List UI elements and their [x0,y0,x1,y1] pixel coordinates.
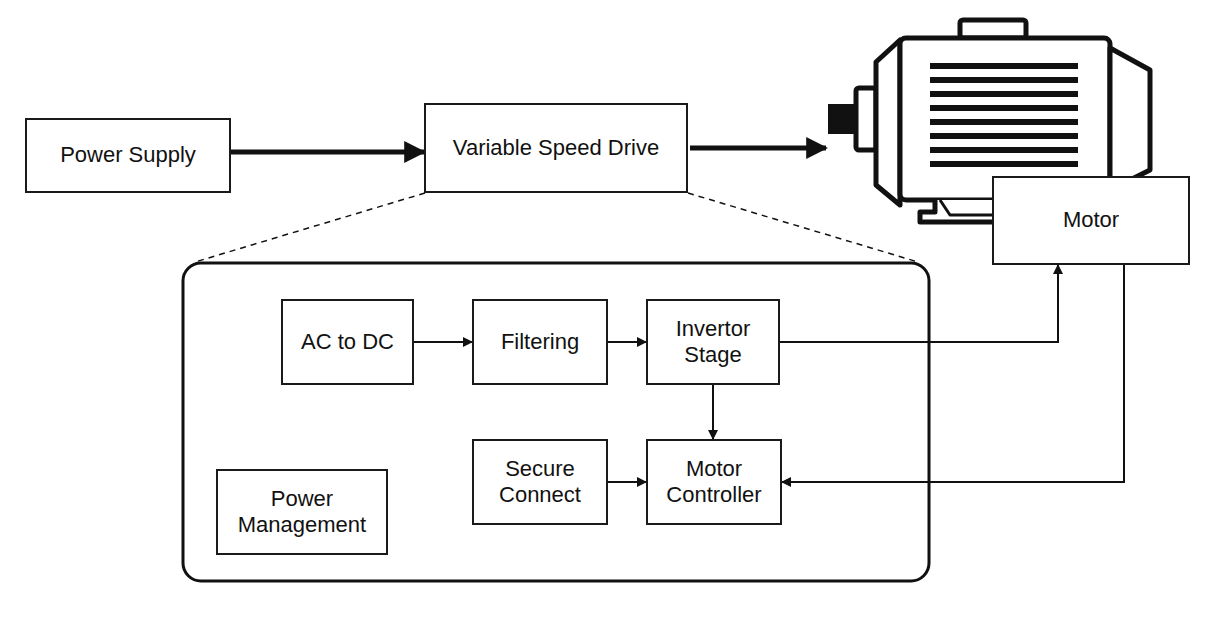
process-box: Power Management [216,469,388,555]
fin-stroke [930,77,1078,83]
process-box: Secure Connect [472,439,608,525]
cooling-fins [930,66,1078,164]
process-box: Filtering [472,299,608,385]
signal-arrow [608,481,646,483]
fin-stroke [930,63,1078,69]
box-label: Motor [1063,207,1119,233]
process-box: Motor Controller [646,439,782,525]
box-label: Filtering [501,329,579,355]
box-label: Power Management [226,486,378,539]
dashed-leader [688,193,918,262]
process-box: Invertor Stage [646,299,780,385]
signal-arrow [608,341,646,343]
box-label: Motor Controller [656,456,772,509]
box-label: Power Supply [60,142,196,168]
signal-arrow [780,265,1058,342]
fin-stroke [930,147,1078,153]
box-label: AC to DC [301,329,394,355]
process-box: AC to DC [281,299,414,385]
process-box: Power Supply [25,118,231,193]
process-box: Variable Speed Drive [424,103,688,193]
power-arrow [231,150,424,155]
power-arrow [690,146,826,151]
fin-stroke [930,161,1078,167]
signal-arrow [414,341,472,343]
fin-stroke [930,91,1078,97]
fin-stroke [930,105,1078,111]
fin-stroke [930,133,1078,139]
dashed-leader [195,193,425,262]
drive-detail-frame [183,263,929,581]
box-label: Secure Connect [482,456,598,509]
signal-arrow [712,385,714,439]
box-label: Variable Speed Drive [453,135,659,161]
signal-arrow [782,265,1124,482]
box-label: Invertor Stage [656,316,770,369]
fin-stroke [930,119,1078,125]
motor-label-box: Motor [992,176,1190,265]
